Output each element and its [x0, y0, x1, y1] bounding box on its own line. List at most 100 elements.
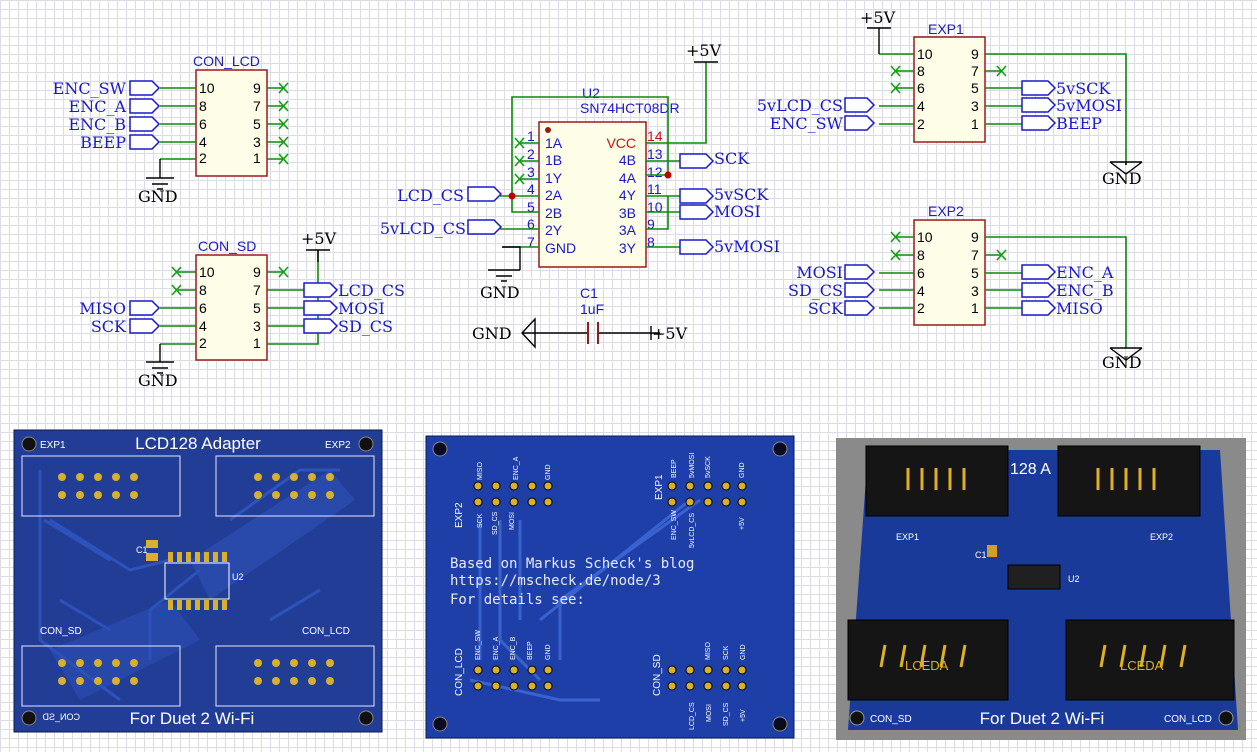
- net-exp2-enc-a: ENC_A: [1056, 263, 1114, 282]
- svg-text:+5V: +5V: [740, 709, 747, 722]
- svg-text:2: 2: [917, 300, 925, 316]
- svg-text:6: 6: [917, 265, 925, 281]
- svg-text:EXP1: EXP1: [40, 440, 66, 451]
- net-exp2-sd-cs: SD_CS: [788, 281, 843, 300]
- exp1-power: +5V: [860, 8, 896, 27]
- svg-text:3: 3: [527, 164, 535, 180]
- svg-text:EXP2: EXP2: [454, 502, 465, 528]
- svg-text:2B: 2B: [545, 205, 562, 221]
- con-sd-symbol[interactable]: CON_SD 10 8 6 4 2 9 7 5 3 1 +5V MISO SCK…: [79, 229, 405, 390]
- svg-text:GND: GND: [545, 464, 552, 480]
- svg-text:7: 7: [527, 234, 535, 250]
- svg-text:6: 6: [527, 216, 535, 232]
- net-exp1-5vlcd-cs: 5vLCD_CS: [757, 96, 843, 115]
- svg-text:4: 4: [527, 181, 535, 197]
- net-exp2-enc-b: ENC_B: [1056, 281, 1114, 300]
- svg-text:4: 4: [917, 283, 925, 299]
- net-u2-5vsck: 5vSCK: [714, 185, 769, 204]
- svg-text:5: 5: [971, 265, 979, 281]
- exp2-gnd: GND: [1102, 353, 1142, 372]
- svg-text:1: 1: [527, 128, 535, 144]
- svg-text:ENC_A: ENC_A: [493, 636, 500, 660]
- net-exp1-enc-sw: ENC_SW: [770, 114, 844, 133]
- c1-power: +5V: [652, 324, 688, 343]
- net-exp2-mosi: MOSI: [796, 263, 843, 282]
- svg-text:EXP2: EXP2: [325, 440, 351, 451]
- svg-text:6: 6: [199, 116, 207, 132]
- pcb-front-view: LCD128 Adapter For Duet 2 Wi-Fi EXP1 EXP…: [13, 429, 383, 733]
- net-exp2-sck: SCK: [808, 299, 844, 318]
- svg-text:CON_LCD: CON_LCD: [454, 648, 465, 696]
- svg-text:C1: C1: [975, 550, 987, 560]
- net-exp1-5vsck: 5vSCK: [1056, 79, 1111, 98]
- svg-text:SD_CS: SD_CS: [723, 702, 730, 726]
- svg-text:2A: 2A: [545, 187, 563, 203]
- svg-text:LCEDA: LCEDA: [1120, 658, 1164, 673]
- pcb-front-title: LCD128 Adapter: [135, 434, 261, 453]
- pcb-back-view: Based on Markus Scheck's blog https://ms…: [425, 435, 795, 739]
- con-sd-body: [195, 254, 268, 361]
- svg-text:2: 2: [527, 146, 535, 162]
- svg-text:ENC_SW: ENC_SW: [475, 630, 482, 660]
- svg-text:5vSCK: 5vSCK: [705, 456, 712, 478]
- svg-text:EXP1: EXP1: [654, 474, 665, 500]
- svg-text:5vLCD_CS: 5vLCD_CS: [689, 513, 696, 548]
- svg-text:CON_LCD: CON_LCD: [1164, 714, 1212, 725]
- svg-text:3: 3: [253, 134, 261, 150]
- svg-text:12: 12: [647, 164, 663, 180]
- svg-text:ENC_SW: ENC_SW: [671, 510, 678, 540]
- net-miso: MISO: [79, 299, 126, 318]
- net-mosi: MOSI: [338, 299, 385, 318]
- svg-text:3: 3: [253, 318, 261, 334]
- svg-text:5: 5: [253, 116, 261, 132]
- pcb-back-note-1: Based on Markus Scheck's blog: [450, 556, 694, 572]
- svg-text:C1: C1: [136, 545, 148, 555]
- svg-text:3B: 3B: [619, 205, 636, 221]
- svg-text:5: 5: [527, 199, 535, 215]
- exp2-symbol[interactable]: EXP2 10 8 6 4 2 9 7 5 3 1 MOSI SD_CS SCK…: [788, 203, 1143, 372]
- net-lcd-cs: LCD_CS: [338, 281, 405, 300]
- u2-power: +5V: [686, 41, 722, 60]
- svg-text:10: 10: [917, 46, 933, 62]
- con-lcd-body: [195, 69, 268, 177]
- svg-text:4B: 4B: [619, 152, 636, 168]
- pcb-3d-footer: For Duet 2 Wi-Fi: [980, 709, 1105, 728]
- svg-text:GND: GND: [739, 462, 746, 478]
- svg-text:6: 6: [917, 80, 925, 96]
- svg-text:1Y: 1Y: [545, 170, 563, 186]
- svg-text:3: 3: [971, 98, 979, 114]
- u2-symbol[interactable]: U2 SN74HCT08DR 1 2 3 4 5 6 7 1A 1B 1Y 2A…: [380, 41, 780, 302]
- svg-text:9: 9: [971, 46, 979, 62]
- svg-text:8: 8: [199, 282, 207, 298]
- con-lcd-left-pins: 10 8 6 4 2: [199, 80, 215, 166]
- svg-text:U2: U2: [1068, 574, 1080, 584]
- con-sd-ref: CON_SD: [198, 238, 256, 254]
- net-u2-5vmosi: 5vMOSI: [714, 237, 780, 256]
- svg-text:ENC_A: ENC_A: [513, 456, 520, 480]
- con-lcd-net-labels: ENC_SW ENC_A ENC_B BEEP: [53, 79, 161, 152]
- svg-text:3Y: 3Y: [619, 240, 637, 256]
- svg-text:BEEP: BEEP: [671, 459, 678, 478]
- net-enc-b: ENC_B: [68, 115, 126, 134]
- svg-text:8: 8: [917, 247, 925, 263]
- svg-text:2: 2: [917, 116, 925, 132]
- con-lcd-symbol[interactable]: CON_LCD 10 8 6 4 2 9 7 5 3 1 ENC_SW ENC_…: [53, 53, 289, 206]
- svg-text:7: 7: [253, 282, 261, 298]
- svg-text:1: 1: [253, 335, 261, 351]
- net-sd-cs: SD_CS: [338, 317, 393, 336]
- svg-text:3: 3: [971, 283, 979, 299]
- u2-gnd: GND: [480, 283, 520, 302]
- pcb-back-note-2: https://mscheck.de/node/3: [450, 573, 661, 589]
- svg-text:EXP2: EXP2: [1150, 532, 1173, 542]
- net-beep: BEEP: [80, 133, 126, 152]
- net-exp1-5vmosi: 5vMOSI: [1056, 96, 1122, 115]
- c1-symbol[interactable]: C1 1uF GND +5V: [472, 285, 688, 349]
- svg-text:SD_CS: SD_CS: [492, 511, 499, 535]
- svg-text:SCK: SCK: [477, 513, 484, 528]
- con-sd-gnd: GND: [138, 371, 178, 390]
- exp1-symbol[interactable]: EXP1 10 8 6 4 2 9 7 5 3 1 +5V 5vLCD_CS E…: [757, 8, 1143, 188]
- svg-text:5vMOSI: 5vMOSI: [689, 453, 696, 478]
- svg-text:6: 6: [199, 300, 207, 316]
- u2-ref: U2: [582, 85, 600, 101]
